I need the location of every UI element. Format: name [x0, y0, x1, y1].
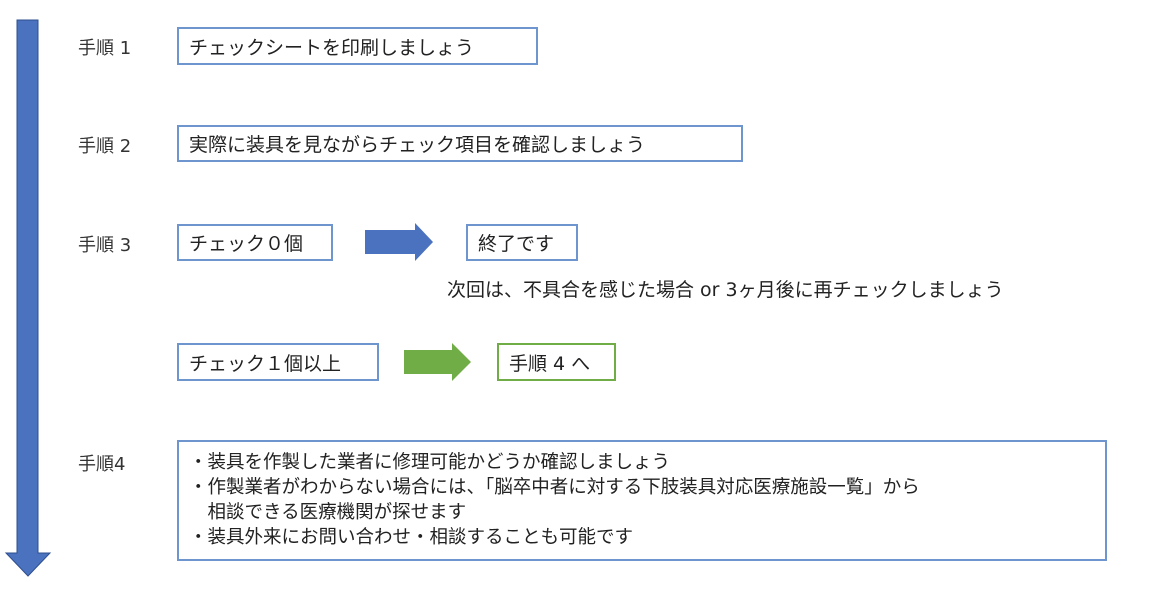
end-box: 終了です — [466, 224, 578, 261]
check-one-plus-box: チェック１個以上 — [177, 343, 379, 381]
step3-label: 手順 3 — [78, 235, 132, 256]
recheck-note: 次回は、不具合を感じた場合 or 3ヶ月後に再チェックしましょう — [447, 279, 1004, 301]
step4-line: ・作製業者がわからない場合には、「脳卒中者に対する下肢装具対応医療施設一覧」から — [189, 477, 920, 498]
step1-box: チェックシートを印刷しましょう — [177, 27, 538, 65]
step4-label: 手順4 — [78, 454, 126, 475]
right-arrow-icon — [365, 223, 433, 261]
step2-box: 実際に装具を見ながらチェック項目を確認しましょう — [177, 125, 743, 162]
right-arrow-icon — [404, 343, 471, 381]
step1-label: 手順 1 — [78, 38, 132, 59]
goto-step4-box: 手順 4 へ — [497, 343, 616, 381]
step4-line: ・装具を作製した業者に修理可能かどうか確認しましょう — [189, 452, 671, 473]
timeline-down-arrow — [4, 19, 52, 577]
check-zero-box: チェック０個 — [177, 224, 333, 261]
step4-line: ・装具外来にお問い合わせ・相談することも可能です — [189, 527, 634, 548]
step4-box: ・装具を作製した業者に修理可能かどうか確認しましょう ・作製業者がわからない場合… — [177, 440, 1107, 561]
step2-label: 手順 2 — [78, 136, 132, 157]
step4-line: 相談できる医療機関が探せます — [189, 502, 467, 523]
